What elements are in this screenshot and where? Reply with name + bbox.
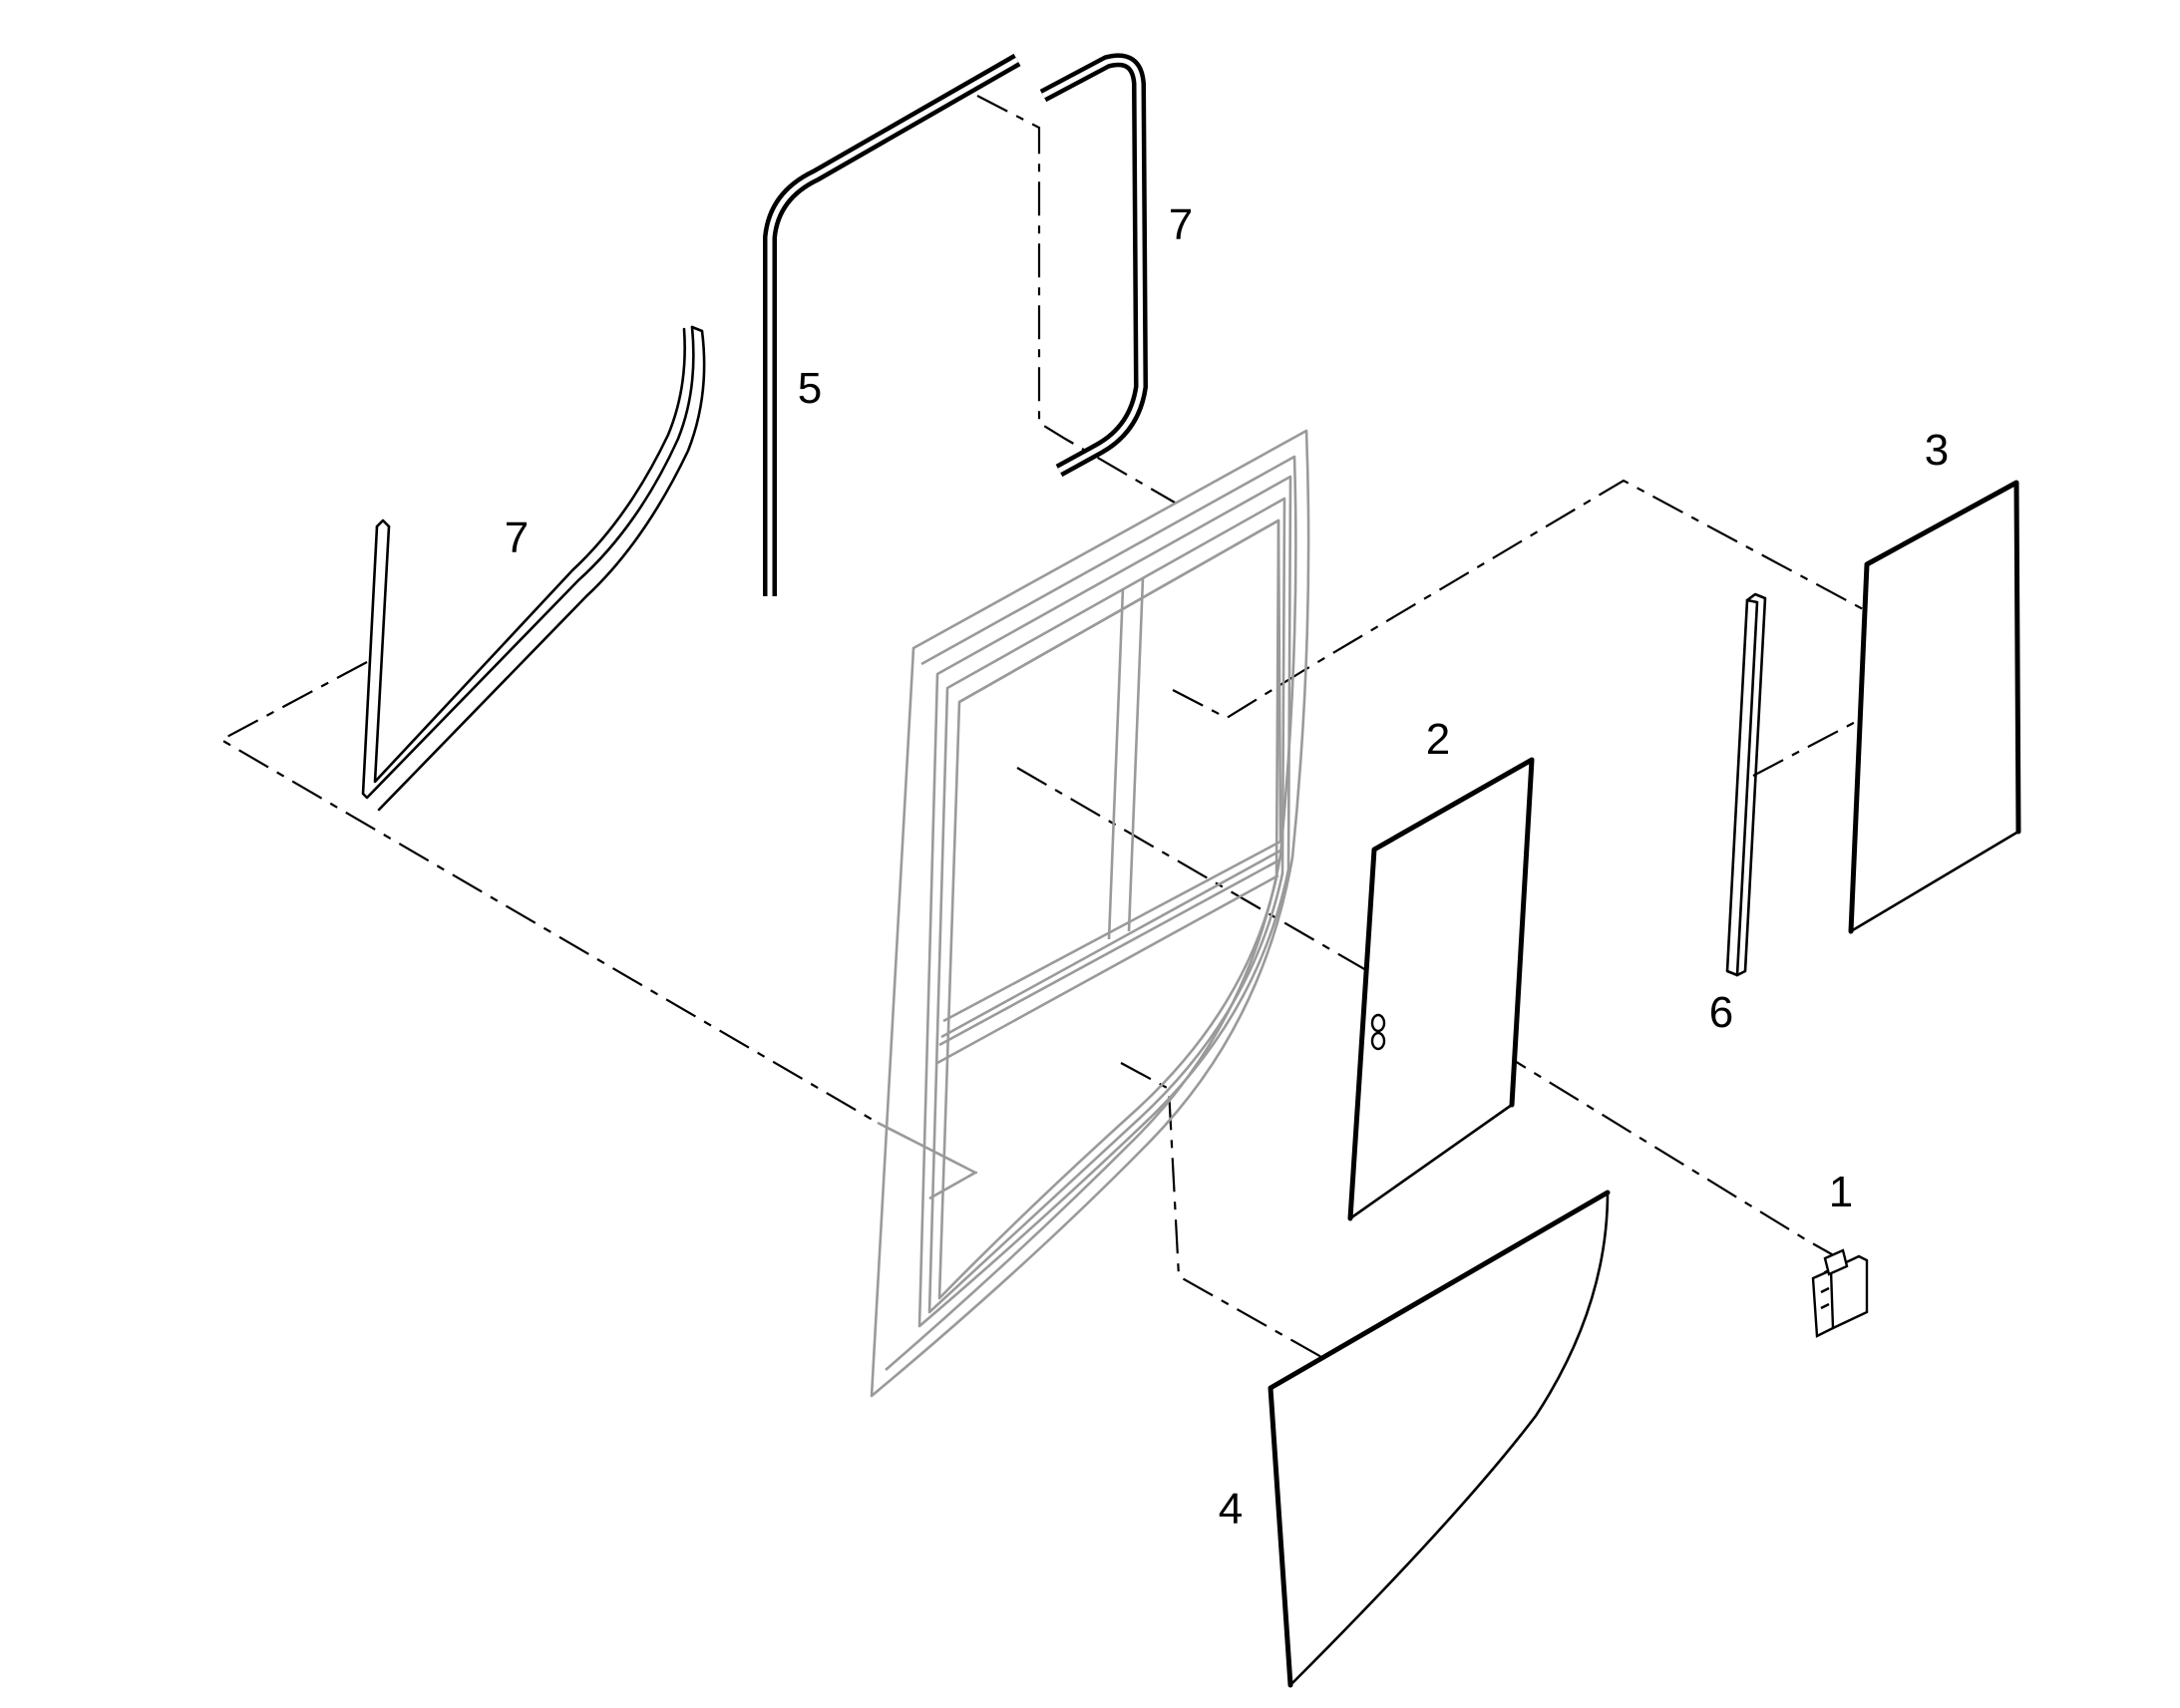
- callout-5: 5: [797, 364, 823, 413]
- part-6-strip: [1725, 592, 1767, 977]
- part-7-top-seal: [1039, 53, 1148, 478]
- glass-4-edge: [1268, 1190, 1611, 1688]
- frame-inner-3: [937, 518, 1280, 1300]
- leader-lines: [218, 95, 1868, 1363]
- glass-2-hole-lower: [1370, 1031, 1386, 1051]
- part-4-glass: [1268, 1190, 1611, 1688]
- callout-6: 6: [1708, 988, 1734, 1037]
- frame-inner-2: [927, 497, 1286, 1314]
- leader-top-seal: [976, 95, 1176, 504]
- callout-7-left: 7: [504, 513, 530, 562]
- part-1-latch: [1811, 1248, 1869, 1338]
- callout-2: 2: [1425, 715, 1451, 764]
- glass-3-edge: [1848, 480, 2021, 934]
- strip-6-b: [1735, 592, 1767, 977]
- glass-2-hole-upper: [1370, 1013, 1386, 1033]
- seal-7-top-inner: [1041, 57, 1144, 474]
- door-frame: [870, 429, 1310, 1398]
- callout-1: 1: [1828, 1168, 1854, 1216]
- frame-upper-pane: [942, 518, 1282, 1023]
- frame-mullion: [1107, 577, 1145, 940]
- callout-4: 4: [1218, 1485, 1244, 1534]
- latch-face: [1820, 1286, 1830, 1310]
- glass-2-body: [1348, 758, 1534, 1220]
- seal-5-outer: [763, 53, 1021, 596]
- strip-6-a: [1725, 598, 1759, 977]
- latch-front: [1811, 1268, 1835, 1338]
- glass-4-body: [1269, 1191, 1610, 1687]
- glass-2-edge: [1347, 757, 1535, 1221]
- leader-glass4: [1120, 1062, 1331, 1363]
- leader-right-loop: [1172, 479, 1866, 720]
- part-5-seal: [763, 53, 1021, 596]
- seal-7-left-top: [375, 518, 391, 528]
- latch-tab: [1823, 1248, 1849, 1276]
- leader-strip6: [1752, 715, 1868, 777]
- frame-inner-1: [917, 475, 1292, 1328]
- callout-7-top: 7: [1168, 200, 1194, 249]
- seal-7-top-outer: [1039, 53, 1148, 478]
- frame-transom: [936, 857, 1281, 1065]
- seal-7-left-c: [377, 325, 706, 812]
- part-7-left-seal: [361, 325, 706, 812]
- frame-outer-2: [885, 455, 1297, 1371]
- callout-3: 3: [1924, 426, 1950, 475]
- frame-bottom-tab: [877, 1121, 977, 1200]
- seal-5-inner: [767, 57, 1019, 596]
- part-2-glass: [1347, 757, 1535, 1221]
- seal-7-left-b: [373, 327, 686, 784]
- part-3-glass: [1848, 480, 2021, 934]
- seal-7-left-a: [361, 325, 695, 800]
- frame-outer: [870, 429, 1310, 1398]
- leader-left-loop: [218, 661, 978, 1199]
- glass-3-body: [1849, 481, 2020, 933]
- leader-latch: [1016, 767, 1840, 1259]
- frame-upper-pane-b: [940, 848, 1283, 1039]
